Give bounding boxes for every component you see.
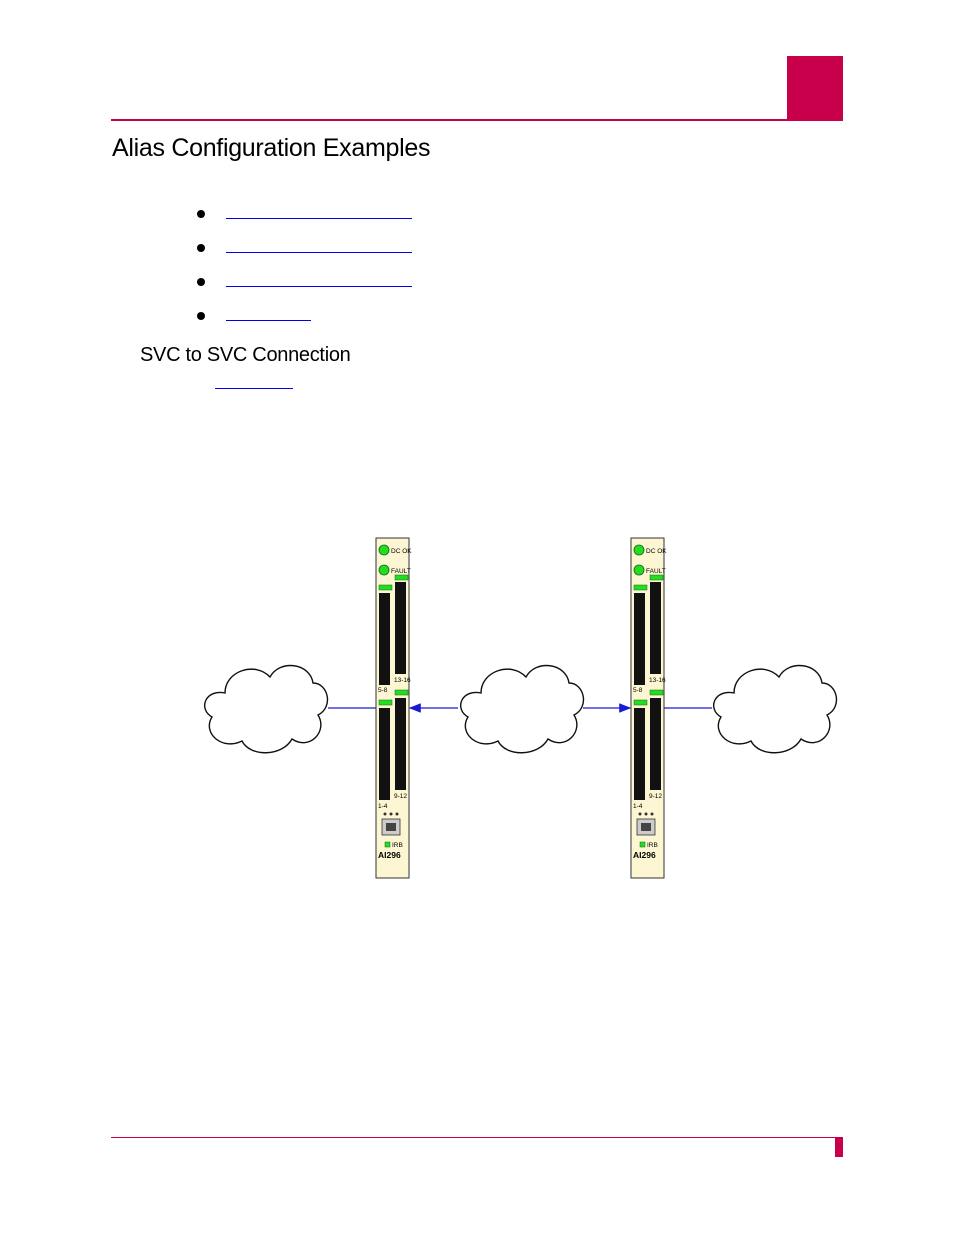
- section-figure-link[interactable]: [215, 372, 293, 389]
- card-model-label: AI296: [633, 850, 656, 860]
- right-network-cloud: [712, 664, 838, 754]
- port-label: 13-16: [649, 677, 666, 684]
- topic-link-list: [195, 202, 412, 338]
- list-item: [195, 202, 412, 236]
- list-item: [195, 270, 412, 304]
- svc-connection-diagram: DC OK FAULT 13-16 5-8 9-12 1-4 IRB AI296…: [203, 537, 838, 879]
- bullet-icon: [197, 312, 205, 320]
- topic-link-1[interactable]: [226, 202, 412, 219]
- list-item: [195, 304, 412, 338]
- page-title: Alias Configuration Examples: [112, 134, 431, 162]
- port-label: 9-12: [649, 793, 662, 800]
- ai296-card-left: DC OK FAULT 13-16 5-8 9-12 1-4 IRB AI296: [375, 537, 412, 879]
- port-label: 1-4: [378, 803, 388, 810]
- list-item: [195, 236, 412, 270]
- led-label-fault: FAULT: [391, 568, 411, 575]
- port-label: 9-12: [394, 793, 407, 800]
- ai296-card-right: DC OK FAULT 13-16 5-8 9-12 1-4 IRB AI296: [630, 537, 667, 879]
- topic-link-2[interactable]: [226, 236, 412, 253]
- middle-network-cloud: [459, 664, 585, 754]
- topic-link-3[interactable]: [226, 270, 412, 287]
- port-label: 5-8: [378, 687, 388, 694]
- section-title: SVC to SVC Connection: [140, 344, 351, 366]
- topic-link-4[interactable]: [226, 304, 311, 321]
- card-model-label: AI296: [378, 850, 401, 860]
- port-label: 13-16: [394, 677, 411, 684]
- bullet-icon: [197, 278, 205, 286]
- page-marker: [835, 1138, 843, 1157]
- led-label-dc-ok: DC OK: [391, 548, 412, 555]
- irb-label: IRB: [392, 842, 403, 849]
- port-label: 5-8: [633, 687, 643, 694]
- footer-rule: [111, 1137, 843, 1138]
- led-label-fault: FAULT: [646, 568, 666, 575]
- led-label-dc-ok: DC OK: [646, 548, 667, 555]
- header-rule: [111, 119, 843, 121]
- bullet-icon: [197, 244, 205, 252]
- bullet-icon: [197, 210, 205, 218]
- left-network-cloud: [203, 664, 329, 754]
- irb-label: IRB: [647, 842, 658, 849]
- chapter-tab: [787, 56, 843, 120]
- port-label: 1-4: [633, 803, 643, 810]
